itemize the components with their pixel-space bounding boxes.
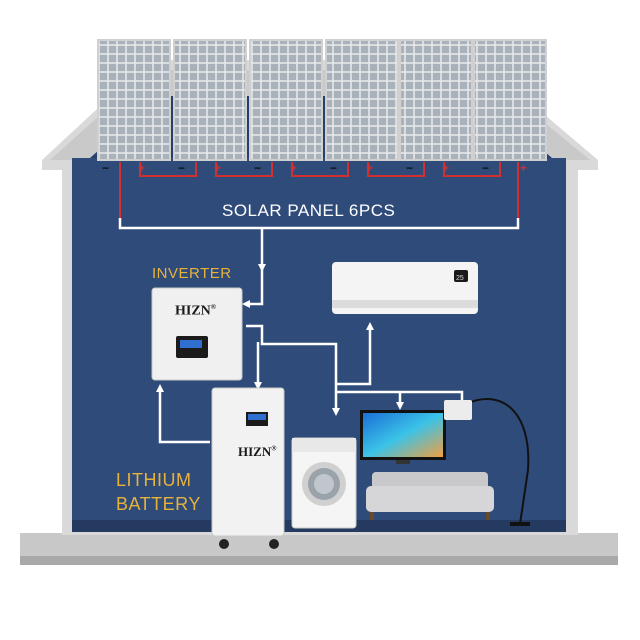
svg-text:+: + [214,161,221,175]
svg-text:+: + [290,161,297,175]
battery-label-line2: BATTERY [116,494,201,514]
solar-panel-label: SOLAR PANEL 6PCS [222,201,396,220]
inverter-label: INVERTER [152,265,232,282]
svg-text:−: − [254,161,261,175]
solar-panel-icon [97,39,547,161]
svg-text:−: − [102,161,109,175]
battery-icon [211,387,285,549]
washing-machine-icon [291,437,357,529]
svg-text:−: − [482,161,489,175]
svg-text:+: + [366,161,373,175]
sofa-icon [366,472,494,520]
svg-text:+: + [442,161,449,175]
battery-label-line1: LITHIUM [116,470,192,490]
svg-text:−: − [178,161,185,175]
air-conditioner-icon: 25 [332,262,478,314]
inverter-icon [151,287,243,381]
battery-brand-logo: HIZN® [238,444,277,459]
inverter-brand-logo: HIZN® [175,303,217,319]
svg-text:+: + [138,161,145,175]
svg-text:−: − [330,161,337,175]
tv-icon [360,410,446,464]
lithium-battery-label: LITHIUM BATTERY [116,468,201,516]
panel-terminal-signs: + + + + + + − − − − − − [102,161,527,175]
panel-wiring [119,162,519,218]
svg-text:−: − [406,161,413,175]
svg-text:+: + [520,161,527,175]
ground-slab [20,533,618,565]
floor-lamp-icon [444,398,530,526]
svg-text:25: 25 [456,275,464,282]
